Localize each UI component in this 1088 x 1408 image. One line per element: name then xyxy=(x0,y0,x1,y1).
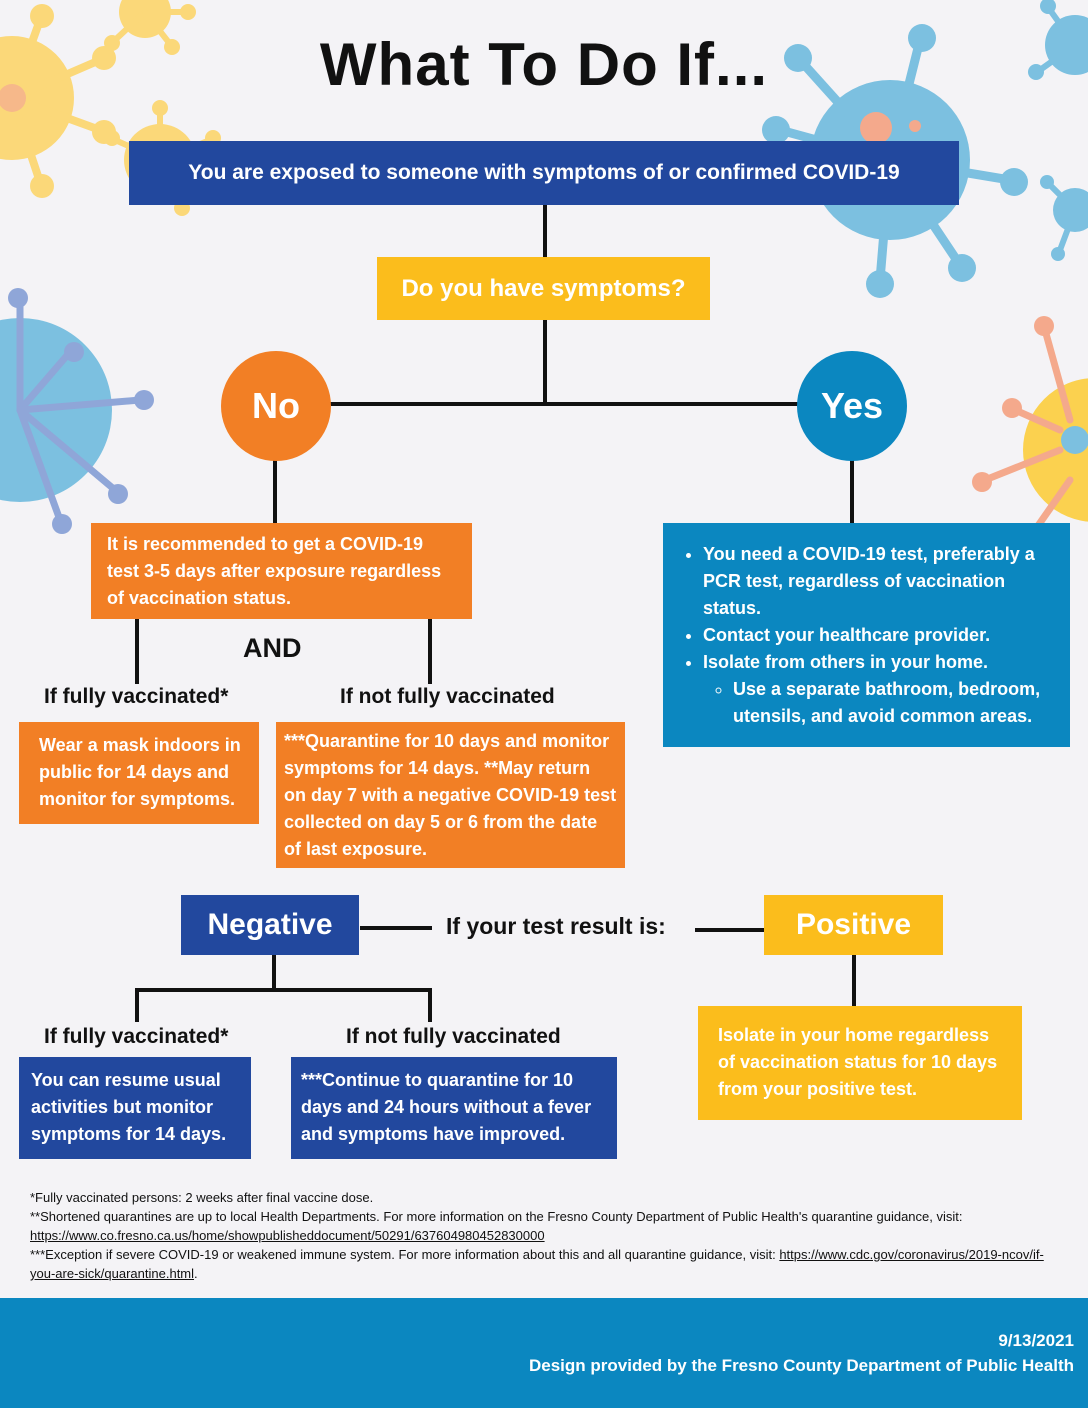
list-item: Isolate from others in your home. Use a … xyxy=(703,649,1056,730)
page-title: What To Do If... xyxy=(0,30,1088,99)
connector-line xyxy=(360,926,432,930)
connector-line xyxy=(272,955,276,990)
positive-instructions-text: Isolate in your home regardless of vacci… xyxy=(718,1025,997,1099)
exposure-banner: You are exposed to someone with symptoms… xyxy=(129,141,959,205)
symptoms-question-box: Do you have symptoms? xyxy=(377,257,710,320)
yes-label: Yes xyxy=(821,385,883,427)
negative-vaccinated-box: You can resume usual activities but moni… xyxy=(19,1057,251,1159)
symptoms-question-text: Do you have symptoms? xyxy=(401,275,685,303)
footnote-1: *Fully vaccinated persons: 2 weeks after… xyxy=(30,1188,1060,1207)
footnotes: *Fully vaccinated persons: 2 weeks after… xyxy=(30,1188,1060,1283)
connector-line xyxy=(695,928,765,932)
negative-box: Negative xyxy=(181,895,359,955)
negative-not-vaccinated-text: ***Continue to quarantine for 10 days an… xyxy=(301,1070,591,1144)
connector-line xyxy=(330,402,800,406)
no-recommendation-text: It is recommended to get a COVID-19 test… xyxy=(107,534,441,608)
connector-line xyxy=(852,955,856,1007)
test-result-prompt: If your test result is: xyxy=(446,913,666,940)
positive-label: Positive xyxy=(796,908,911,942)
connector-line xyxy=(428,988,432,1022)
no-label: No xyxy=(252,385,300,427)
connector-line xyxy=(135,618,139,684)
negative-not-vaccinated-label: If not fully vaccinated xyxy=(346,1025,561,1049)
connector-line xyxy=(850,460,854,524)
no-not-vaccinated-box: ***Quarantine for 10 days and monitor sy… xyxy=(276,722,625,868)
list-subitem: Use a separate bathroom, bedroom, utensi… xyxy=(733,676,1056,730)
footer-credit: Design provided by the Fresno County Dep… xyxy=(529,1356,1074,1376)
footnote-2: **Shortened quarantines are up to local … xyxy=(30,1207,1060,1245)
list-item: Contact your healthcare provider. xyxy=(703,622,1056,649)
footnote-3-text: ***Exception if severe COVID-19 or weake… xyxy=(30,1247,776,1262)
exposure-banner-text: You are exposed to someone with symptoms… xyxy=(188,161,899,185)
no-vaccinated-box: Wear a mask indoors in public for 14 day… xyxy=(19,722,259,824)
list-item-text: Isolate from others in your home. xyxy=(703,652,988,672)
connector-line xyxy=(543,205,547,257)
footnote-3-end: . xyxy=(194,1266,198,1281)
connector-line xyxy=(135,988,139,1022)
connector-line xyxy=(543,320,547,404)
connector-line xyxy=(273,460,277,524)
footnote-2-text: **Shortened quarantines are up to local … xyxy=(30,1209,963,1224)
no-not-vaccinated-label: If not fully vaccinated xyxy=(340,685,555,709)
connector-line xyxy=(428,618,432,684)
no-circle: No xyxy=(221,351,331,461)
list-item: You need a COVID-19 test, preferably a P… xyxy=(703,541,1056,622)
and-label: AND xyxy=(243,633,302,664)
yes-circle: Yes xyxy=(797,351,907,461)
negative-vaccinated-text: You can resume usual activities but moni… xyxy=(31,1070,226,1144)
negative-vaccinated-label: If fully vaccinated* xyxy=(44,1025,228,1049)
footer-date: 9/13/2021 xyxy=(998,1331,1074,1351)
negative-not-vaccinated-box: ***Continue to quarantine for 10 days an… xyxy=(291,1057,617,1159)
fresno-guidance-link[interactable]: https://www.co.fresno.ca.us/home/showpub… xyxy=(30,1228,545,1243)
virus-blue-left-icon xyxy=(0,288,154,534)
positive-box: Positive xyxy=(764,895,943,955)
footnote-3: ***Exception if severe COVID-19 or weake… xyxy=(30,1245,1060,1283)
no-recommendation-box: It is recommended to get a COVID-19 test… xyxy=(91,523,472,619)
yes-instructions-box: You need a COVID-19 test, preferably a P… xyxy=(663,523,1070,747)
negative-label: Negative xyxy=(207,908,332,942)
no-vaccinated-label: If fully vaccinated* xyxy=(44,685,228,709)
virus-yellow-right-icon xyxy=(972,316,1088,544)
yes-instructions-list: You need a COVID-19 test, preferably a P… xyxy=(665,541,1056,730)
positive-instructions-box: Isolate in your home regardless of vacci… xyxy=(698,1006,1022,1120)
no-not-vaccinated-text: ***Quarantine for 10 days and monitor sy… xyxy=(284,731,616,859)
yes-sub-list: Use a separate bathroom, bedroom, utensi… xyxy=(703,676,1056,730)
no-vaccinated-text: Wear a mask indoors in public for 14 day… xyxy=(39,735,241,809)
connector-line xyxy=(135,988,431,992)
footer-banner: 9/13/2021 Design provided by the Fresno … xyxy=(0,1298,1088,1408)
